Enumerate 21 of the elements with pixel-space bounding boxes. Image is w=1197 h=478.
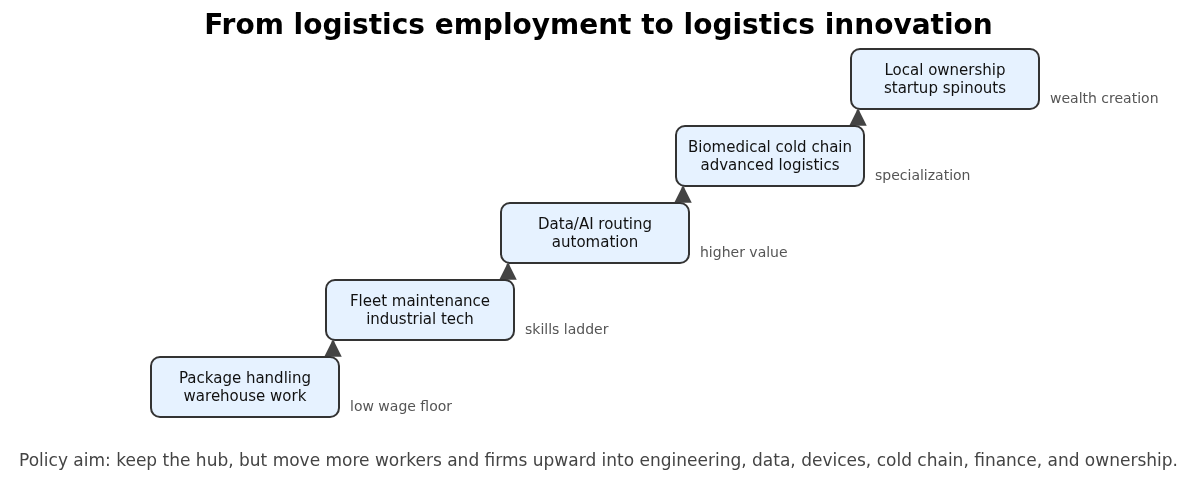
step-label: Fleet maintenance industrial tech [348,292,492,328]
arrow [324,339,342,357]
arrow [674,185,692,203]
stage-note: low wage floor [350,398,453,414]
step-label: Data/AI routing automation [537,215,653,251]
step-label: Local ownership startup spinouts [882,61,1008,97]
step-box [325,279,515,341]
step-box [675,125,865,187]
step-box [500,202,690,264]
step-box [150,356,340,418]
stage-note: higher value [700,244,788,260]
step-label: Biomedical cold chain advanced logistics [686,138,853,174]
step-box [850,48,1040,110]
diagram-title: From logistics employment to logistics innovation [203,8,994,41]
stage-note: skills ladder [525,321,609,337]
step-label: Package handling warehouse work [177,369,312,405]
caption: Policy aim: keep the hub, but move more workers and firms upward into engineering, data, devices, cold chain, finance, and ownership. [18,450,1179,470]
arrow [499,262,517,280]
arrow [849,108,867,126]
stage-note: wealth creation [1050,90,1159,106]
stage-note: specialization [875,167,971,183]
